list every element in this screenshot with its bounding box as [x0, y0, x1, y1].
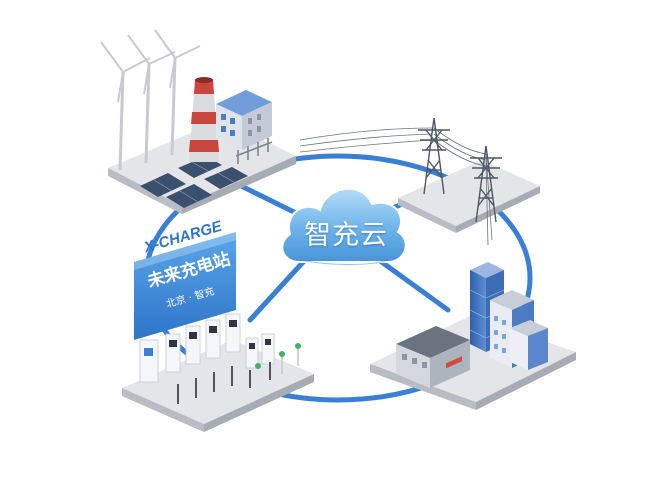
spoke-city — [372, 255, 448, 310]
status-led-icon — [295, 343, 301, 349]
status-led-icon — [279, 351, 285, 357]
spoke-charging — [250, 260, 305, 320]
cloud-label: 智充云 — [300, 213, 392, 252]
power-plant-node — [101, 30, 296, 214]
chimney-icon — [189, 77, 219, 162]
building-icon — [510, 320, 548, 370]
status-led-icon — [255, 363, 261, 369]
city-buildings-node — [370, 262, 576, 410]
